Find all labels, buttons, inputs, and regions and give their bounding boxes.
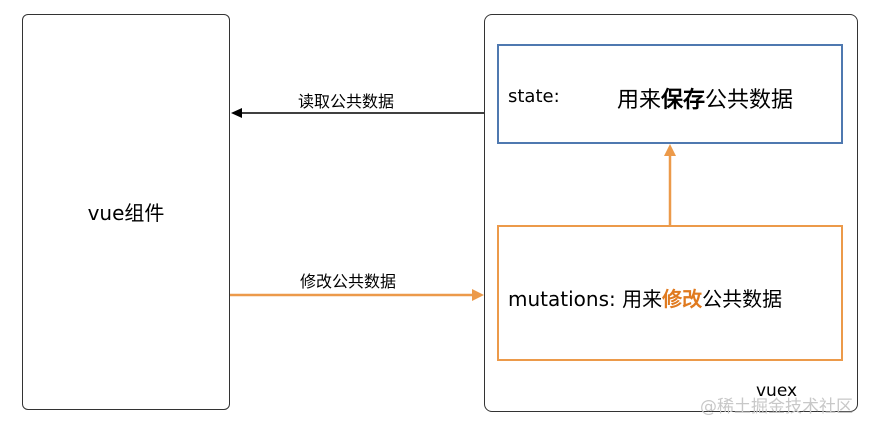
- write-arrowhead-icon: [472, 289, 484, 301]
- state-box: state: 用来保存公共数据: [497, 44, 843, 144]
- vue-component-label: vue组件: [87, 201, 165, 225]
- vuex-label: vuex: [756, 381, 798, 401]
- write-arrow-label: 修改公共数据: [300, 272, 397, 291]
- read-arrowhead-icon: [231, 108, 242, 118]
- state-description: 用来保存公共数据: [617, 88, 794, 113]
- watermark: @稀土掘金技术社区: [700, 397, 853, 417]
- mutations-key: mutations:: [508, 287, 623, 311]
- state-key: state:: [508, 86, 560, 107]
- commit-arrowhead-icon: [664, 144, 676, 156]
- mutations-highlight: 修改: [662, 287, 703, 311]
- vue-component-box: vue组件: [22, 14, 230, 410]
- state-highlight: 保存: [661, 88, 706, 113]
- mutations-text: mutations: 用来修改公共数据: [508, 287, 783, 311]
- mutations-box: mutations: 用来修改公共数据: [497, 225, 843, 361]
- read-arrow-label: 读取公共数据: [298, 92, 395, 111]
